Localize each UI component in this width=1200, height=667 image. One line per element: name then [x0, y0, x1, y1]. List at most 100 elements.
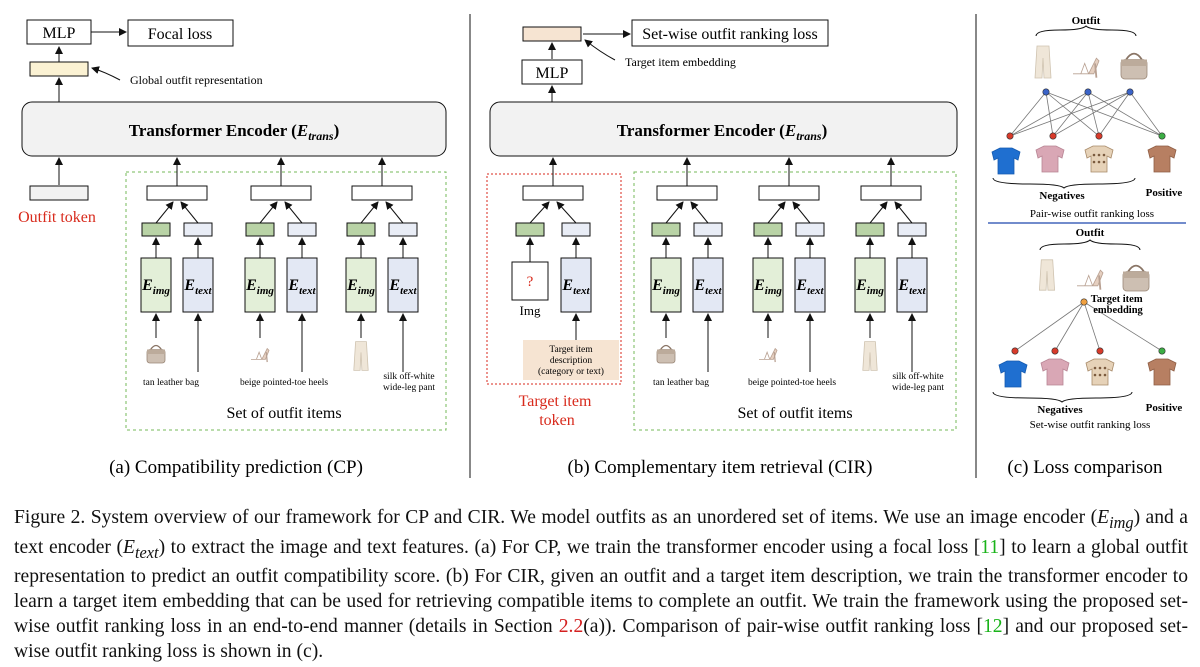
text-encoder-label: Etext [287, 277, 316, 297]
top-shape [991, 147, 1021, 175]
panel-a: MLP Focal loss Global outfit representat… [18, 19, 447, 478]
img-label: Img [520, 303, 541, 318]
item-description: wide-leg pant [383, 383, 435, 393]
text-encoder-label-e: E [561, 277, 573, 294]
node-dot [1084, 88, 1092, 96]
heel-stiletto [1098, 275, 1102, 290]
top-shape [1040, 358, 1070, 386]
bag-thumbnail [656, 344, 676, 364]
pant-thumbnail [1034, 45, 1052, 79]
top-thumbnail [1147, 358, 1177, 386]
item-feature-box [146, 185, 208, 201]
item-description: tan leather bag [143, 378, 199, 388]
text-feature-box [287, 222, 317, 237]
outfit-label-top: Outfit [1072, 15, 1101, 27]
bag-flap [1121, 59, 1147, 66]
image-encoder-box [650, 257, 682, 313]
image-encoder-box [854, 257, 886, 313]
image-encoder-label-sub: img [153, 285, 171, 297]
top-thumbnail [1085, 358, 1115, 386]
text-encoder-label: Etext [795, 277, 824, 297]
item-description: beige pointed-toe heels [240, 378, 328, 388]
image-encoder-label-e: E [346, 277, 358, 294]
figure-caption: Figure 2. System overview of our framewo… [14, 507, 1188, 662]
img-feature-box [855, 222, 885, 237]
arrow [869, 201, 888, 224]
print-dot [1098, 373, 1102, 377]
top-thumbnail [1040, 358, 1070, 386]
image-encoder-box [244, 257, 276, 313]
image-encoder-label: Eimg [651, 277, 680, 297]
node-dot [1158, 132, 1166, 140]
edge [1083, 301, 1101, 352]
set-of-outfit-items-box-b [633, 171, 957, 431]
img-feature-box [346, 222, 376, 237]
transformer-encoder-label: Transformer Encoder (Etrans) [129, 121, 339, 143]
heel-strap [256, 351, 263, 360]
target-item-emb-label: Target item embedding [625, 55, 736, 69]
edge [1045, 91, 1100, 137]
pant-shape [1038, 259, 1056, 291]
edge [1014, 301, 1085, 352]
image-encoder-label-sub: img [867, 285, 885, 297]
panel-b-caption: (b) Complementary item retrieval (CIR) [568, 457, 873, 478]
arrow [259, 201, 278, 224]
citation-12[interactable]: 12 [982, 616, 1003, 637]
heel-shoe [251, 347, 270, 360]
pant-thumbnail [862, 341, 878, 371]
target-desc-box [523, 340, 619, 380]
print-dot [1097, 153, 1101, 157]
node-dot [1051, 347, 1059, 355]
missing-image-box [511, 261, 549, 301]
bag-handle [660, 344, 672, 350]
image-encoder-label-sub: img [358, 285, 376, 297]
image-encoder-label-sub: img [257, 285, 275, 297]
text-encoder-label: Etext [561, 277, 590, 297]
img-feature-box [515, 222, 545, 237]
text-feature-box [897, 222, 927, 237]
target-item-token-label: Target item token [519, 393, 596, 429]
image-encoder-label-e: E [245, 277, 257, 294]
img-feature-box [245, 222, 275, 237]
arrow [792, 201, 811, 224]
target-feature-box [522, 185, 584, 201]
text-encoder-label-e: E [183, 277, 195, 294]
heel-stiletto [773, 352, 776, 363]
item-description: beige pointed-toe heels [748, 378, 836, 388]
text-feature-box [693, 222, 723, 237]
text-encoder-box [182, 257, 214, 313]
print-dot [1103, 366, 1107, 370]
global-outfit-rep-box [29, 61, 89, 77]
bag-thumbnail [146, 344, 166, 364]
text-encoder-label-sub: text [573, 285, 590, 297]
citation-11[interactable]: 11 [980, 536, 1000, 558]
image-encoder-label-e: E [141, 277, 153, 294]
image-encoder-label-e: E [855, 277, 867, 294]
node-dot [1080, 298, 1088, 306]
transformer-encoder-box-b [489, 101, 958, 157]
item-feature-box [860, 185, 922, 201]
text-encoder-label-e: E [795, 277, 807, 294]
set-wise-loss-label: Set-wise outfit ranking loss [642, 26, 818, 43]
node-dot [1158, 347, 1166, 355]
heel-stiletto [265, 352, 268, 363]
item-description: tan leather bag [653, 378, 709, 388]
top-shape [1147, 145, 1177, 173]
print-dot [1097, 160, 1101, 164]
panel-b: Set-wise outfit ranking loss Target item… [486, 19, 958, 478]
heel-strap [764, 351, 771, 360]
section-link[interactable]: 2.2 [558, 616, 584, 637]
top-thumbnail [1084, 145, 1114, 173]
image-encoder-label: Eimg [753, 277, 782, 297]
panel-c: Outfit Negatives Positive Pair-wise outf… [988, 15, 1186, 478]
image-encoder-label: Eimg [141, 277, 170, 297]
text-encoder-label-sub: text [909, 285, 926, 297]
target-emb-label-c: Target item embedding [1091, 294, 1145, 316]
text-encoder-label-sub: text [400, 285, 417, 297]
print-dot [1093, 373, 1097, 377]
mlp-label: MLP [43, 25, 76, 42]
heel-shoe [759, 347, 778, 360]
arrow [155, 201, 174, 224]
item-feature-box [656, 185, 718, 201]
